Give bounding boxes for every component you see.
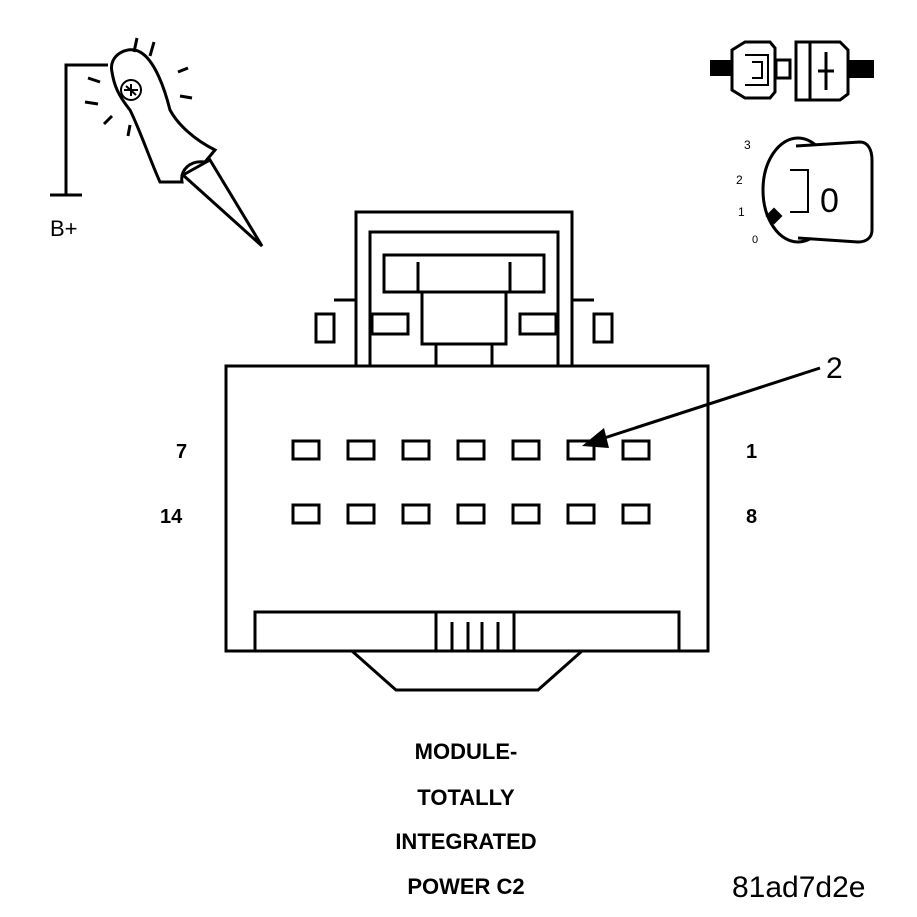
ignition-key-label: 0 (820, 182, 839, 220)
pin-number-1: 1 (746, 441, 757, 463)
pin-cavity-bottom-6 (566, 503, 596, 525)
pin-cavity-bottom-3 (401, 503, 431, 525)
pin-number-7: 7 (176, 441, 187, 463)
caption-line-3: INTEGRATED (395, 829, 536, 854)
pin-cavity-top-2 (346, 439, 376, 461)
pin-cavity-top-7 (621, 439, 651, 461)
caption-line-1: MODULE- (415, 739, 518, 764)
test-light-icon (50, 37, 264, 248)
pin-row-bottom (291, 503, 651, 525)
pin-cavity-bottom-1 (291, 503, 321, 525)
callout-number: 2 (826, 352, 843, 385)
pin-cavity-top-1 (291, 439, 321, 461)
pin-cavity-top-3 (401, 439, 431, 461)
connector-body (224, 210, 710, 692)
pin-cavity-top-4 (456, 439, 486, 461)
ignition-position-1: 1 (738, 205, 745, 219)
callout-arrow (582, 366, 821, 448)
ignition-key-icon (761, 136, 874, 244)
pin-cavity-bottom-2 (346, 503, 376, 525)
caption-line-4: POWER C2 (407, 874, 524, 899)
b-plus-label: B+ (50, 216, 78, 241)
caption-line-2: TOTALLY (417, 785, 515, 810)
pin-number-14: 14 (160, 506, 183, 528)
pin-row-top (291, 439, 651, 461)
connector-disconnected-icon (710, 40, 874, 102)
pin-number-8: 8 (746, 506, 757, 528)
figure-id: 81ad7d2e (732, 871, 865, 904)
ignition-position-0: 0 (752, 234, 758, 246)
ignition-position-2: 2 (736, 173, 743, 187)
pin-cavity-bottom-7 (621, 503, 651, 525)
pin-cavity-top-5 (511, 439, 541, 461)
pin-cavity-bottom-4 (456, 503, 486, 525)
ignition-position-3: 3 (744, 138, 751, 152)
pin-cavity-bottom-5 (511, 503, 541, 525)
